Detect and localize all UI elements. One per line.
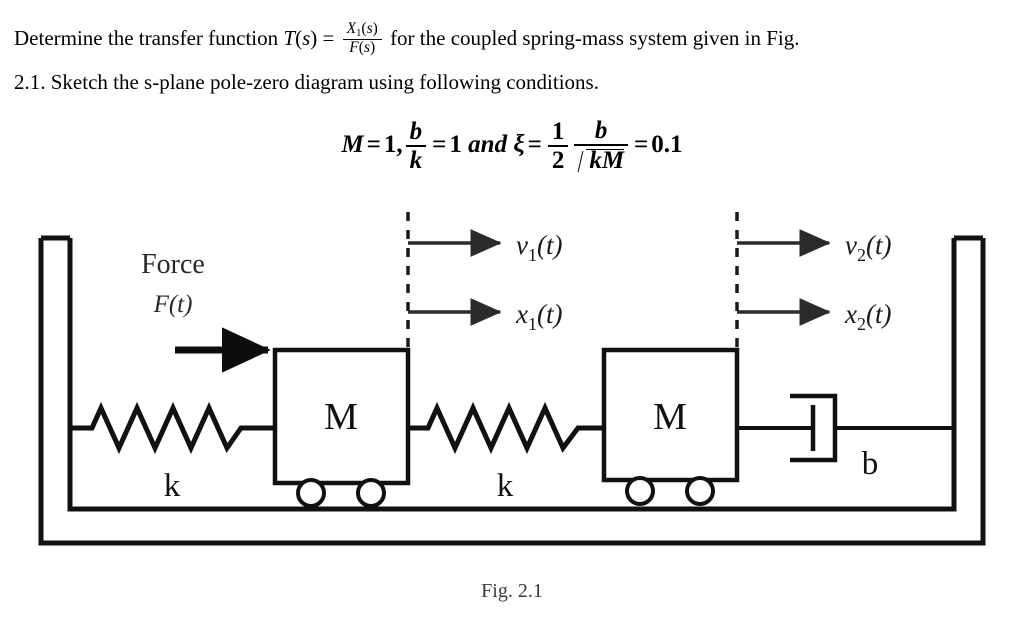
- and-word: and: [468, 131, 508, 159]
- problem-line-1: Determine the transfer function T(s) = X…: [14, 16, 1014, 60]
- sqrt-frac-numerator: b: [594, 117, 608, 144]
- b-over-sqrt-km-fraction: b kM: [574, 117, 629, 174]
- sqrt-icon: kM: [578, 146, 624, 174]
- transfer-function-fraction: X1(s) F(s): [342, 20, 382, 57]
- paren-open: (: [295, 26, 303, 50]
- spring2-label-k: k: [497, 468, 514, 504]
- sqrt-frac-denominator: kM: [574, 144, 629, 174]
- velocity-1-label: v1(t): [516, 230, 562, 265]
- mass-1: [272, 347, 411, 508]
- transfer-function-symbol: T: [283, 26, 296, 50]
- output-symbol: X: [346, 20, 357, 38]
- force-label: Force: [141, 249, 205, 280]
- equals-sign: =: [317, 26, 340, 50]
- input-symbol: F: [349, 39, 359, 57]
- half-numerator: 1: [551, 117, 565, 145]
- spring1-label-k: k: [164, 468, 181, 504]
- num-paren-open: (: [361, 20, 367, 38]
- damper-label-b: b: [862, 446, 879, 482]
- num-paren-close: ): [372, 20, 378, 38]
- mass2-label-M: M: [653, 396, 687, 438]
- damping-ratio-symbol: ξ: [513, 131, 525, 159]
- force-symbol-label: F(t): [153, 291, 193, 318]
- displacement-1-label: x1(t): [515, 299, 562, 334]
- sqrt-M: M: [601, 147, 625, 174]
- paren-close: ): [310, 26, 318, 50]
- equals-1: =: [366, 131, 381, 159]
- spring-k-left: [70, 401, 275, 455]
- problem-text-lead: Determine the transfer function: [14, 26, 284, 50]
- equals-2: =: [432, 131, 447, 159]
- fraction-numerator: X1(s): [343, 20, 382, 40]
- num-laplace-variable: s: [366, 20, 373, 38]
- conditions-inline: M=1, b k =1 and ξ= 1 2 b kM =0.1: [341, 117, 683, 175]
- sqrt-k: k: [589, 147, 602, 174]
- spring-k-middle: [408, 401, 604, 455]
- stiffness-symbol: k: [405, 144, 427, 174]
- problem-text-tail: for the coupled spring-mass system given…: [384, 26, 800, 50]
- conditions-equation: M=1, b k =1 and ξ= 1 2 b kM =0.1: [0, 117, 1024, 175]
- den-paren-open: (: [358, 39, 364, 57]
- fraction-denominator: F(s): [342, 39, 382, 57]
- laplace-variable: s: [302, 26, 311, 50]
- den-laplace-variable: s: [363, 39, 370, 57]
- damping-symbol: b: [409, 117, 423, 145]
- problem-line-2: 2.1. Sketch the s-plane pole-zero diagra…: [14, 70, 599, 94]
- figure-caption: Fig. 2.1: [481, 580, 543, 602]
- mass-symbol: M: [341, 131, 364, 159]
- b-over-k-fraction: b k: [405, 117, 427, 174]
- half-denominator: 2: [547, 144, 569, 174]
- mass1-label-M: M: [324, 396, 358, 438]
- one-half-fraction: 1 2: [547, 117, 569, 174]
- equals-4: =: [634, 131, 649, 159]
- ratio-value: 1: [449, 131, 462, 159]
- damping-ratio-value: 0.1: [651, 131, 683, 159]
- output-subscript: 1: [356, 28, 362, 40]
- den-paren-close: ): [369, 39, 376, 57]
- velocity-2-label: v2(t): [845, 230, 891, 265]
- displacement-2-label: x2(t): [844, 299, 891, 334]
- damper-b: [737, 393, 954, 463]
- mass-value: 1,: [383, 131, 403, 159]
- mass-2: [601, 347, 740, 506]
- ground-frame: [38, 235, 986, 546]
- spring-mass-figure: k M k M b: [0, 196, 1024, 576]
- equals-3: =: [527, 131, 542, 159]
- problem-statement: Determine the transfer function T(s) = X…: [14, 16, 1014, 104]
